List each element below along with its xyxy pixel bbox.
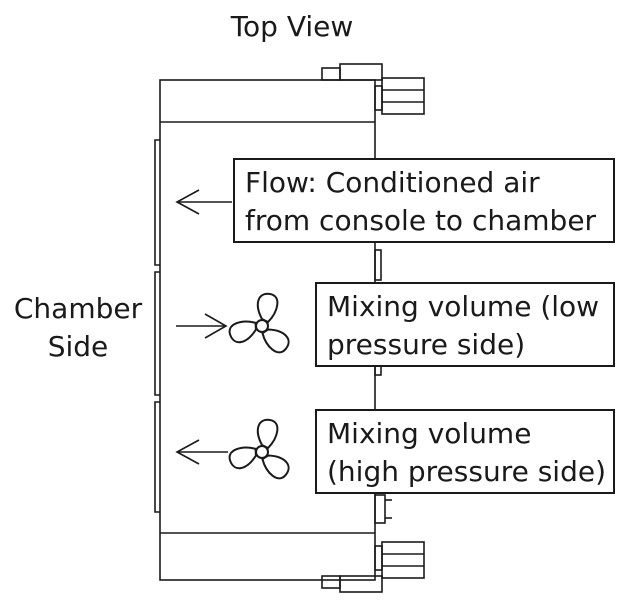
- chamber-side-edge: [154, 139, 160, 513]
- bottom-connector: [321, 541, 425, 593]
- side-tab: [374, 249, 382, 281]
- mixing-low-callout-line1: Mixing volume (low: [327, 290, 600, 323]
- mixing-high-arrow: [175, 439, 228, 465]
- top-connector: [321, 63, 425, 115]
- mixing-high-callout-line2: (high pressure side): [327, 455, 607, 488]
- chamber-side-label: Chamber Side: [8, 290, 148, 366]
- mixing-high-callout-line1: Mixing volume: [327, 417, 532, 450]
- chamber-side-line2: Side: [47, 330, 109, 363]
- flow-callout: Flow: Conditioned air from console to ch…: [233, 158, 615, 243]
- fan-icon: [228, 418, 290, 480]
- side-tab: [374, 494, 386, 524]
- flow-callout-line2: from console to chamber: [245, 204, 597, 237]
- mixing-low-callout: Mixing volume (low pressure side): [315, 282, 615, 367]
- mixing-high-callout: Mixing volume (high pressure side): [315, 409, 615, 494]
- mixing-low-callout-line2: pressure side): [327, 328, 526, 361]
- fan-icon: [228, 292, 290, 354]
- diagram-title: Top View: [230, 10, 354, 43]
- chamber-side-line1: Chamber: [13, 292, 143, 325]
- flow-callout-line1: Flow: Conditioned air: [245, 166, 540, 199]
- mixing-low-arrow: [176, 313, 228, 339]
- flow-arrow: [175, 189, 232, 215]
